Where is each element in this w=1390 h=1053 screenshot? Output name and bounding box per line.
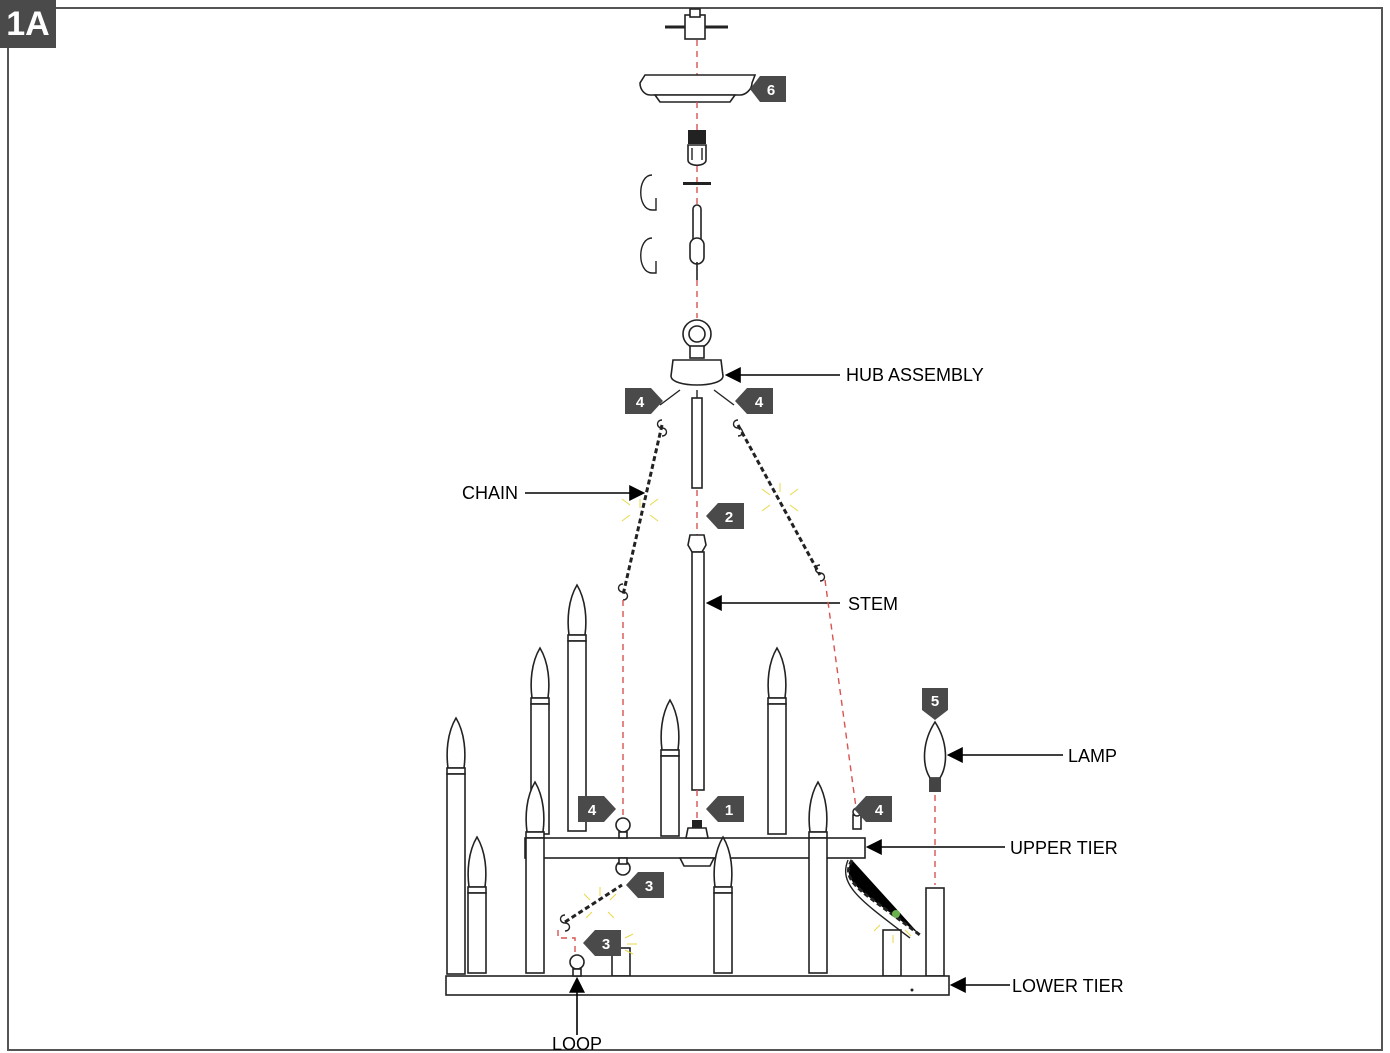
lower-chain-left bbox=[559, 883, 623, 932]
lamp-bulb bbox=[923, 720, 947, 792]
highlight-marks bbox=[621, 483, 799, 522]
quick-link-connector bbox=[640, 174, 657, 274]
step-marker-5: 5 bbox=[922, 688, 948, 720]
washer bbox=[683, 182, 711, 185]
step-marker-1: 1 bbox=[706, 796, 744, 822]
step-marker-6: 6 bbox=[750, 76, 786, 102]
label-lamp: LAMP bbox=[1068, 746, 1117, 766]
step-marker-2: 2 bbox=[706, 503, 744, 529]
lower-tier bbox=[445, 975, 950, 996]
hub-assembly bbox=[659, 319, 735, 406]
figure-id-badge: 1A bbox=[0, 0, 56, 48]
svg-text:3: 3 bbox=[645, 878, 653, 895]
svg-text:5: 5 bbox=[931, 693, 939, 710]
mounting-plate bbox=[665, 8, 728, 40]
label-chain: CHAIN bbox=[462, 483, 518, 503]
label-stem: STEM bbox=[848, 594, 898, 614]
step-marker-4-upper-right: 4 bbox=[854, 796, 892, 822]
step-marker-4-hub-left: 4 bbox=[625, 388, 663, 414]
lower-chain-right bbox=[844, 859, 921, 943]
highlight-lower bbox=[624, 933, 637, 955]
upper-tier bbox=[524, 820, 866, 867]
svg-text:4: 4 bbox=[875, 802, 884, 819]
guide-line-right-chain bbox=[824, 579, 858, 816]
upper-candles bbox=[530, 584, 787, 837]
lower-candles bbox=[446, 717, 945, 977]
canopy bbox=[639, 74, 757, 103]
loop-upper-left bbox=[615, 817, 631, 839]
svg-text:4: 4 bbox=[588, 802, 597, 819]
step-marker-4-hub-right: 4 bbox=[735, 388, 773, 414]
svg-text:4: 4 bbox=[636, 394, 645, 411]
loop-upper-under bbox=[615, 857, 631, 876]
label-loop: LOOP bbox=[552, 1034, 602, 1053]
diagram-frame bbox=[7, 7, 1383, 1051]
step-marker-4-upper-left: 4 bbox=[578, 796, 616, 822]
coupling bbox=[687, 130, 707, 167]
label-lower-tier: LOWER TIER bbox=[1012, 976, 1124, 996]
guide-line-lower-loop bbox=[557, 930, 576, 955]
svg-text:2: 2 bbox=[725, 509, 733, 526]
chain-left bbox=[617, 419, 668, 601]
step-marker-3-upper: 3 bbox=[626, 872, 664, 898]
stem-upper bbox=[691, 397, 703, 489]
label-upper-tier: UPPER TIER bbox=[1010, 838, 1118, 858]
step-marker-3-lower: 3 bbox=[583, 930, 621, 956]
chain-right bbox=[732, 419, 826, 582]
stem bbox=[687, 534, 707, 791]
label-hub-assembly: HUB ASSEMBLY bbox=[846, 365, 984, 385]
chain-connector bbox=[689, 204, 705, 280]
loop-lower bbox=[569, 954, 585, 977]
svg-text:1: 1 bbox=[725, 802, 733, 819]
svg-text:3: 3 bbox=[602, 936, 610, 953]
svg-text:6: 6 bbox=[767, 82, 775, 99]
svg-text:4: 4 bbox=[755, 394, 764, 411]
